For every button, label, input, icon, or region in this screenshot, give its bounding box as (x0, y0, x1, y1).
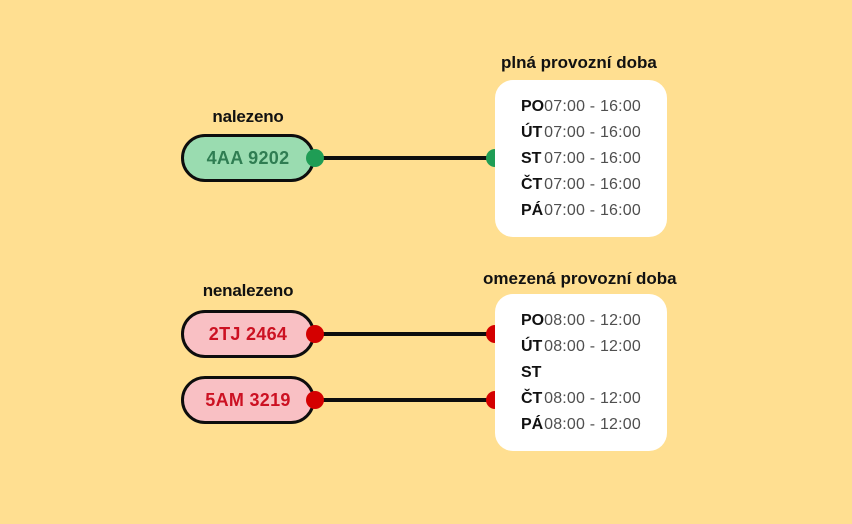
plate-node-notfound-1[interactable]: 2TJ 2464 (181, 310, 315, 358)
schedule-row: ČT 08:00 - 12:00 (521, 390, 641, 416)
plate-number: 5AM 3219 (205, 389, 291, 410)
schedule-day: PÁ (521, 202, 544, 219)
schedule-day: ST (521, 364, 542, 381)
edge-found-to-full-schedule (313, 156, 503, 160)
schedule-day: ÚT (521, 338, 543, 355)
schedule-day: ČT (521, 390, 543, 407)
schedule-day: ST (521, 150, 542, 167)
schedule-title-limited: omezená provozní doba (483, 269, 677, 288)
schedule-hours: 07:00 - 16:00 (544, 98, 642, 115)
plate-number: 2TJ 2464 (208, 323, 288, 344)
schedule-row: ČT 07:00 - 16:00 (521, 176, 641, 202)
group-label-found: nalezeno (212, 107, 284, 126)
schedule-row: PÁ 08:00 - 12:00 (521, 416, 641, 442)
schedule-day: ČT (521, 176, 543, 193)
schedule-hours: 07:00 - 16:00 (544, 202, 641, 219)
schedule-row: ST 07:00 - 16:00 (521, 150, 641, 176)
edge-plate3-to-limited-schedule (313, 398, 503, 402)
schedule-day: PO (521, 312, 545, 329)
schedule-row: ÚT 07:00 - 16:00 (521, 124, 641, 150)
schedule-day: ÚT (521, 124, 543, 141)
plate-node-found-1[interactable]: 4AA 9202 (181, 134, 315, 182)
schedule-hours: 08:00 - 12:00 (544, 416, 641, 433)
plate-number: 4AA 9202 (206, 147, 290, 168)
schedule-hours: 08:00 - 12:00 (544, 338, 641, 355)
group-label-notfound: nenalezeno (202, 281, 294, 300)
connector-dot-plate-notfound-2 (306, 391, 324, 409)
schedule-title-full: plná provozní doba (501, 53, 657, 72)
schedule-row: ÚT 08:00 - 12:00 (521, 338, 641, 364)
schedule-card-limited: PO 08:00 - 12:00 ÚT 08:00 - 12:00 ST ČT … (495, 294, 667, 451)
schedule-day: PÁ (521, 416, 544, 433)
connector-dot-plate-found (306, 149, 324, 167)
schedule-row: PO 07:00 - 16:00 (521, 98, 641, 124)
schedule-row: PÁ 07:00 - 16:00 (521, 202, 641, 228)
schedule-hours: 07:00 - 16:00 (544, 124, 641, 141)
connector-dot-plate-notfound-1 (306, 325, 324, 343)
schedule-hours: 08:00 - 12:00 (544, 312, 642, 329)
schedule-day: PO (521, 98, 545, 115)
schedule-row: ST (521, 364, 641, 390)
edge-plate2-to-limited-schedule (313, 332, 503, 336)
schedule-hours: 08:00 - 12:00 (544, 390, 641, 407)
schedule-hours: 07:00 - 16:00 (544, 150, 641, 167)
schedule-card-full: PO 07:00 - 16:00 ÚT 07:00 - 16:00 ST 07:… (495, 80, 667, 237)
schedule-row: PO 08:00 - 12:00 (521, 312, 641, 338)
plate-node-notfound-2[interactable]: 5AM 3219 (181, 376, 315, 424)
schedule-hours: 07:00 - 16:00 (544, 176, 641, 193)
